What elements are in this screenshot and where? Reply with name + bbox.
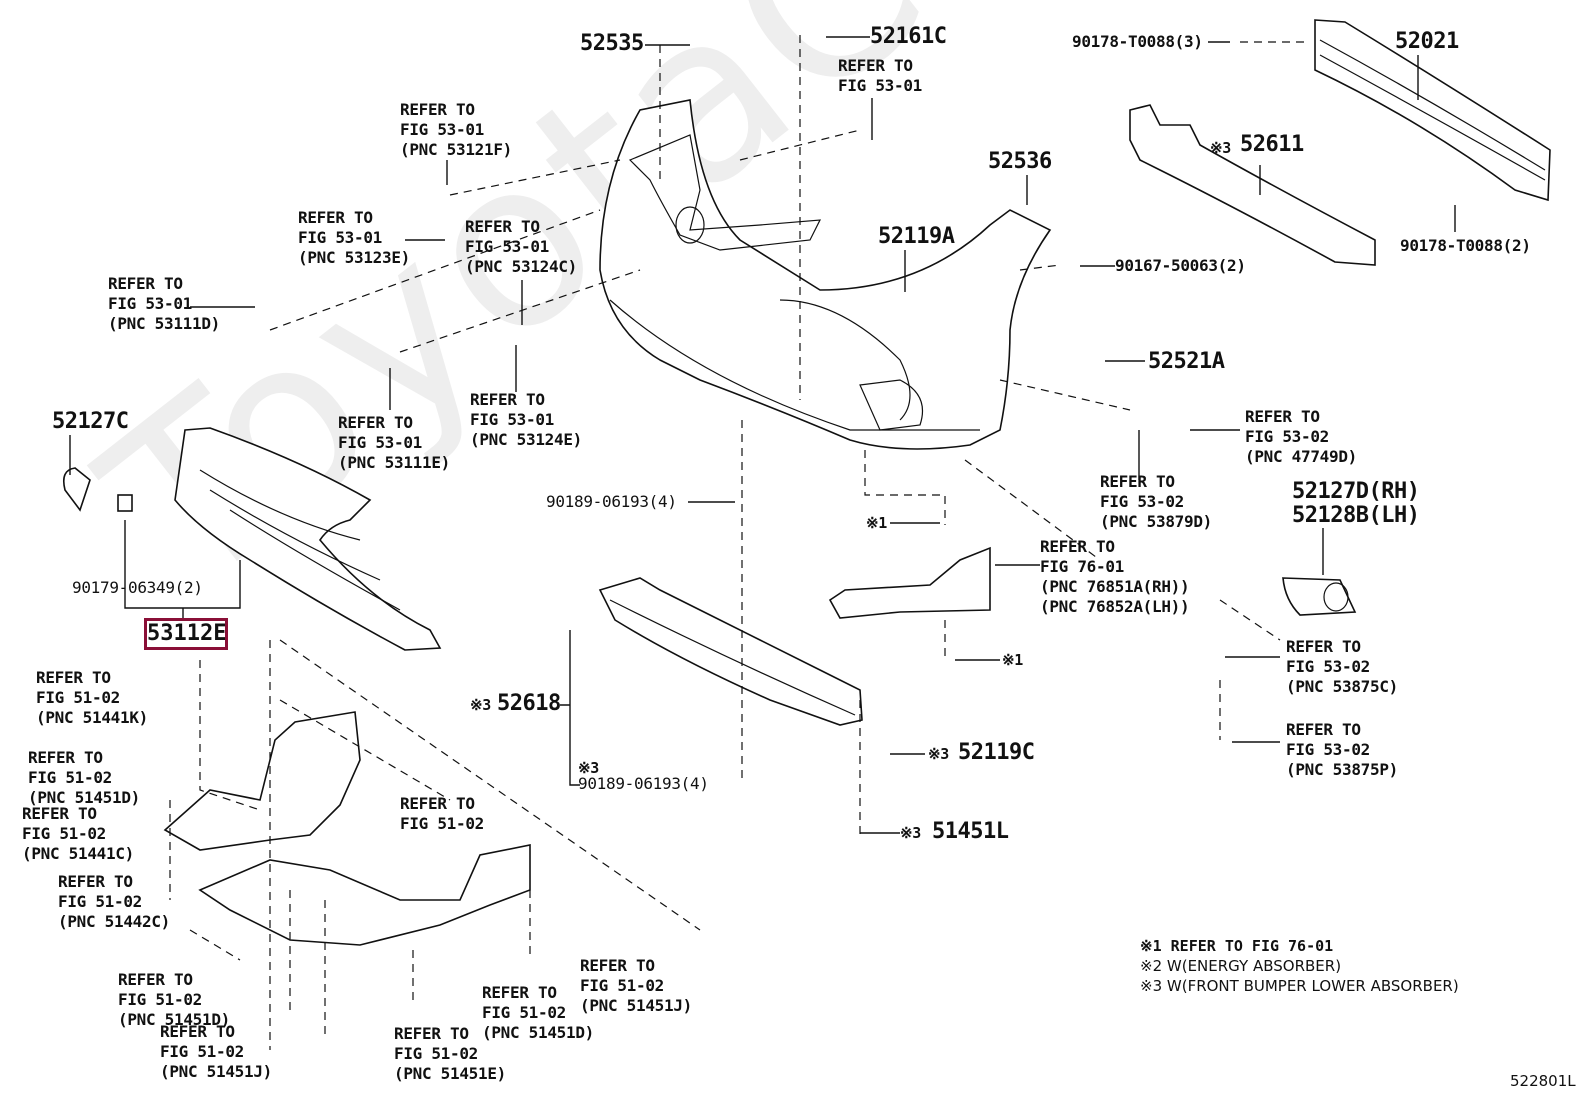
part-number-52128B-LH[interactable]: 52128B(LH)	[1292, 503, 1420, 528]
highlighted-part-label: 53112E	[147, 621, 227, 646]
refer-label-51441K[interactable]: REFER TO FIG 51-02 (PNC 51441K)	[36, 668, 148, 727]
part-number-90178-T0088-3[interactable]: 90178-T0088(3)	[1072, 32, 1203, 51]
diagram-code: 522801L	[1510, 1072, 1576, 1090]
under-cover-51441C	[163, 711, 361, 851]
refer-label-51451E[interactable]: REFER TO FIG 51-02 (PNC 51451E)	[394, 1024, 506, 1083]
leader-53112E	[124, 520, 241, 618]
part-number-51451L[interactable]: 51451L	[932, 819, 1009, 844]
lower-absorber-52618	[598, 577, 863, 726]
part-number-52127D-RH[interactable]: 52127D(RH)	[1292, 479, 1420, 504]
assembly-line	[1019, 264, 1061, 271]
refer-label-51451D-a[interactable]: REFER TO FIG 51-02 (PNC 51451D)	[28, 748, 140, 807]
part-number-52618[interactable]: 52618	[497, 691, 561, 716]
part-number-90167-50063[interactable]: 90167-50063(2)	[1115, 256, 1246, 275]
refer-label-53121F[interactable]: REFER TO FIG 53-01 (PNC 53121F)	[400, 100, 512, 159]
fog-opening	[859, 379, 924, 431]
notes-legend: ※1 REFER TO FIG 76-01 ※2 W(ENERGY ABSORB…	[1140, 936, 1459, 996]
emblem-area	[675, 206, 705, 244]
assembly-line	[279, 699, 451, 801]
highlighted-part-53112E[interactable]: 53112E	[144, 618, 228, 650]
note-mark-3: ※3	[470, 696, 491, 714]
part-number-52536[interactable]: 52536	[988, 149, 1052, 174]
refer-label-53875C[interactable]: REFER TO FIG 53-02 (PNC 53875C)	[1286, 637, 1398, 696]
part-number-90189-06193-b[interactable]: 90189-06193(4)	[578, 774, 709, 793]
refer-label-51441C[interactable]: REFER TO FIG 51-02 (PNC 51441C)	[22, 804, 134, 863]
absorber-52611	[1129, 104, 1376, 266]
assembly-line	[449, 159, 621, 196]
grille-upper	[628, 134, 822, 251]
part-number-52161C[interactable]: 52161C	[870, 24, 947, 49]
assembly-line	[269, 209, 601, 331]
garnish-52127C	[62, 467, 91, 512]
refer-label-fig-51-02[interactable]: REFER TO FIG 51-02	[400, 794, 484, 833]
assembly-line	[964, 459, 1101, 561]
refer-label-51451D-b[interactable]: REFER TO FIG 51-02 (PNC 51451D)	[118, 970, 230, 1029]
reinforcement-52021	[1314, 19, 1551, 202]
refer-label-53875P[interactable]: REFER TO FIG 53-02 (PNC 53875P)	[1286, 720, 1398, 779]
part-number-52021[interactable]: 52021	[1395, 29, 1459, 54]
part-number-52119C[interactable]: 52119C	[958, 740, 1035, 765]
under-cover-51442C	[198, 844, 531, 946]
assembly-line	[399, 269, 641, 353]
clip-90179	[117, 494, 133, 512]
assembly-line	[999, 379, 1131, 411]
part-number-52611[interactable]: 52611	[1240, 132, 1304, 157]
part-number-90189-06193-a[interactable]: 90189-06193(4)	[546, 492, 677, 511]
leader-52618	[560, 630, 580, 786]
refer-label-47749D[interactable]: REFER TO FIG 53-02 (PNC 47749D)	[1245, 407, 1357, 466]
assembly-line	[1219, 599, 1281, 641]
part-number-52119A[interactable]: 52119A	[878, 224, 955, 249]
part-number-90178-T0088-2[interactable]: 90178-T0088(2)	[1400, 236, 1531, 255]
refer-label-53124E[interactable]: REFER TO FIG 53-01 (PNC 53124E)	[470, 390, 582, 449]
assembly-line	[199, 660, 261, 811]
refer-label-53124C[interactable]: REFER TO FIG 53-01 (PNC 53124C)	[465, 217, 577, 276]
part-number-52127C[interactable]: 52127C	[52, 409, 129, 434]
note-mark-3: ※3	[1210, 139, 1231, 157]
note-mark-1: ※1	[1002, 651, 1023, 669]
assembly-line	[864, 450, 946, 525]
refer-label-53111E[interactable]: REFER TO FIG 53-01 (PNC 53111E)	[338, 413, 450, 472]
note-mark-3: ※3	[928, 745, 949, 763]
refer-label-51451J-b[interactable]: REFER TO FIG 51-02 (PNC 51451J)	[580, 956, 692, 1015]
assembly-line	[189, 929, 241, 961]
note-mark-3: ※3	[900, 824, 921, 842]
refer-label-51442C[interactable]: REFER TO FIG 51-02 (PNC 51442C)	[58, 872, 170, 931]
refer-label-51451D-c[interactable]: REFER TO FIG 51-02 (PNC 51451D)	[482, 983, 594, 1042]
refer-label-76851A[interactable]: REFER TO FIG 76-01 (PNC 76851A(RH)) (PNC…	[1040, 537, 1190, 616]
part-number-90179-06349[interactable]: 90179-06349(2)	[72, 578, 203, 597]
note-2: ※2 W(ENERGY ABSORBER)	[1140, 957, 1342, 975]
note-3: ※3 W(FRONT BUMPER LOWER ABSORBER)	[1140, 977, 1459, 995]
refer-label-51451J-a[interactable]: REFER TO FIG 51-02 (PNC 51451J)	[160, 1022, 272, 1081]
spoiler-76851A	[828, 546, 991, 619]
assembly-line	[279, 639, 701, 931]
part-number-52521A[interactable]: 52521A	[1148, 349, 1225, 374]
refer-label-53123E[interactable]: REFER TO FIG 53-01 (PNC 53123E)	[298, 208, 410, 267]
fog-cover-52127D	[1282, 577, 1357, 616]
refer-label-53879D[interactable]: REFER TO FIG 53-02 (PNC 53879D)	[1100, 472, 1212, 531]
refer-label-53111D[interactable]: REFER TO FIG 53-01 (PNC 53111D)	[108, 274, 220, 333]
refer-label-fig-53-01[interactable]: REFER TO FIG 53-01	[838, 56, 922, 95]
assembly-line	[739, 129, 861, 161]
note-mark-1: ※1	[866, 514, 887, 532]
note-1: ※1 REFER TO FIG 76-01	[1140, 937, 1334, 955]
part-number-52535[interactable]: 52535	[580, 31, 644, 56]
note-mark-3: ※3	[578, 759, 599, 777]
bumper-cover-52119A	[599, 99, 1052, 450]
